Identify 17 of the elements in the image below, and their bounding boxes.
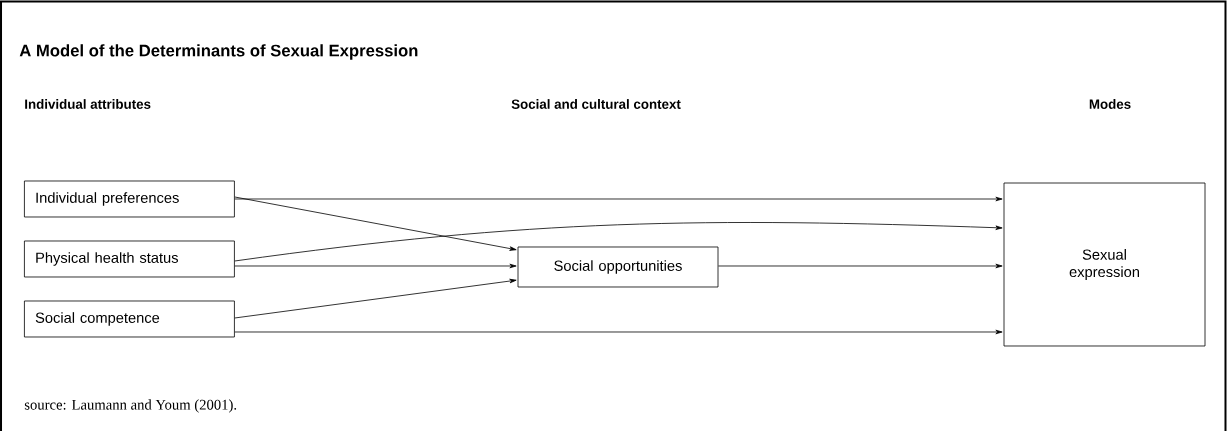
- process-box: Social opportunities: [517, 246, 719, 288]
- arrow: [234, 222, 1003, 262]
- process-box: Social competence: [24, 300, 235, 338]
- column-heading: Modes: [1089, 99, 1131, 109]
- process-box: Individual preferences: [24, 180, 235, 218]
- column-heading: Social and cultural context: [511, 99, 681, 109]
- arrow: [234, 196, 1003, 202]
- arrow: [234, 196, 517, 251]
- process-box: Sexual expression: [1003, 182, 1206, 347]
- arrow: [234, 329, 1003, 335]
- title: A Model of the Determinants of Sexual Expression: [19, 44, 418, 60]
- arrow: [234, 278, 517, 319]
- arrow: [234, 263, 517, 269]
- column-heading: Individual attributes: [25, 99, 151, 109]
- arrow: [718, 263, 1003, 269]
- process-box: Physical health status: [24, 240, 235, 278]
- source-note: source: Laumann and Youm (2001).: [24, 399, 237, 413]
